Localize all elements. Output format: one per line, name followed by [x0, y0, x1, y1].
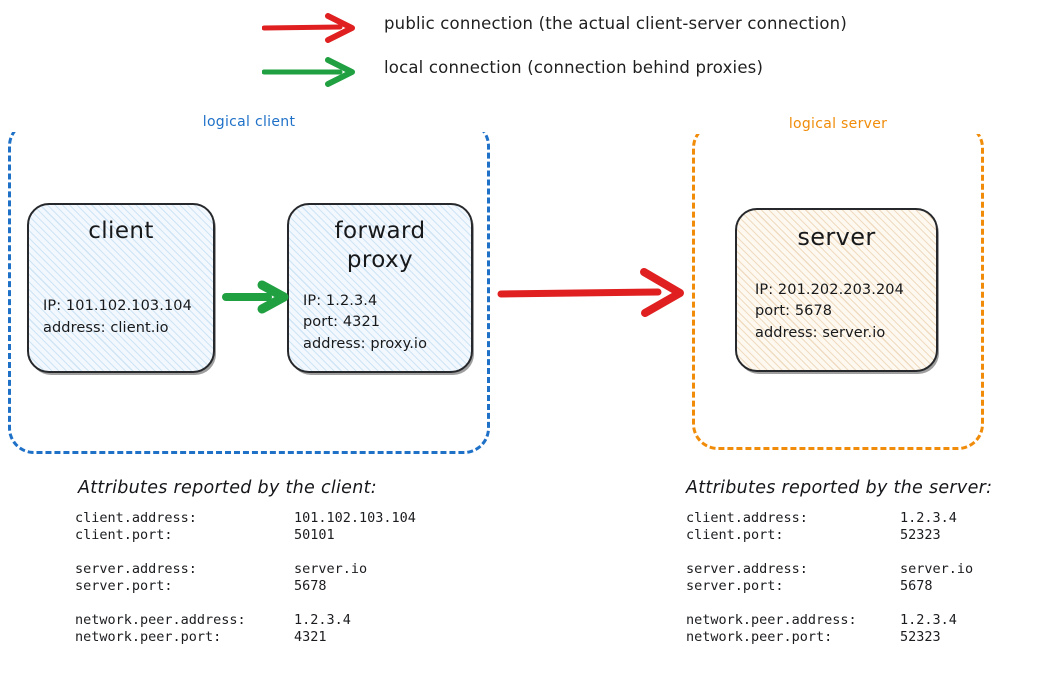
attributes-client-table: client.address: 101.102.103.104 client.p…: [75, 510, 416, 646]
legend-label-public-connection: public connection (the actual client-ser…: [384, 14, 847, 33]
attr-value: 5678: [294, 578, 327, 594]
attributes-client-heading: Attributes reported by the client:: [78, 478, 378, 498]
table-row: network.peer.address: 1.2.3.4: [686, 612, 973, 629]
attr-value: 52323: [900, 527, 941, 543]
attr-value: 1.2.3.4: [900, 510, 957, 526]
table-row: client.port: 50101: [75, 527, 416, 544]
attr-key: server.port:: [75, 578, 173, 594]
node-forward-proxy-title-line1: forward: [334, 218, 426, 244]
node-forward-proxy-title-line2: proxy: [346, 246, 414, 273]
table-row-spacer: [75, 544, 416, 561]
attr-value: 101.102.103.104: [294, 510, 416, 526]
table-row-spacer: [686, 595, 973, 612]
node-client[interactable]: client IP: 101.102.103.104 address: clie…: [27, 203, 215, 373]
node-forward-proxy[interactable]: forward proxy IP: 1.2.3.4 port: 4321 add…: [287, 203, 473, 373]
attr-key: network.peer.address:: [686, 612, 857, 628]
node-forward-proxy-ip: IP: 1.2.3.4: [303, 293, 378, 310]
legend: public connection (the actual client-ser…: [0, 0, 1039, 100]
node-client-details: IP: 101.102.103.104 address: client.io: [43, 296, 199, 361]
table-row: server.address: server.io: [75, 561, 416, 578]
logical-client-container: logical client: [8, 112, 490, 454]
node-server-address: address: server.io: [755, 324, 886, 341]
table-row: network.peer.port: 4321: [75, 629, 416, 646]
node-server[interactable]: server IP: 201.202.203.204 port: 5678 ad…: [735, 208, 938, 372]
attr-value: 5678: [900, 578, 933, 594]
legend-label-local-connection: local connection (connection behind prox…: [384, 58, 764, 77]
attr-value: 52323: [900, 629, 941, 645]
attr-value: server.io: [294, 561, 368, 577]
attr-key: server.address:: [686, 561, 808, 577]
attr-key: network.peer.port:: [75, 629, 222, 645]
attr-key: server.address:: [75, 561, 197, 577]
attributes-server-table: client.address: 1.2.3.4 client.port: 523…: [686, 510, 973, 646]
table-row: server.port: 5678: [75, 578, 416, 595]
node-client-ip: IP: 101.102.103.104: [43, 298, 192, 315]
node-server-title: server: [797, 223, 876, 251]
table-row-spacer: [75, 595, 416, 612]
node-forward-proxy-port: port: 4321: [303, 314, 381, 331]
attr-key: network.peer.port:: [686, 629, 833, 645]
attr-key: server.port:: [686, 578, 784, 594]
attr-key: client.address:: [686, 510, 808, 526]
attr-key: client.port:: [686, 527, 784, 543]
attr-value: server.io: [900, 561, 974, 577]
table-row: network.peer.address: 1.2.3.4: [75, 612, 416, 629]
red-arrow-icon: [262, 13, 355, 43]
attributes-reported-by-server: Attributes reported by the server: clien…: [686, 478, 992, 646]
logical-client-label: logical client: [11, 112, 487, 132]
node-server-ip: IP: 201.202.203.204: [755, 282, 904, 299]
attr-value: 50101: [294, 527, 335, 543]
table-row: server.address: server.io: [686, 561, 973, 578]
attr-value: 1.2.3.4: [294, 612, 351, 628]
attr-key: network.peer.address:: [75, 612, 246, 628]
table-row: client.address: 1.2.3.4: [686, 510, 973, 527]
table-row-spacer: [686, 544, 973, 561]
local-connection-arrow-client-to-proxy: [222, 280, 289, 314]
node-forward-proxy-address: address: proxy.io: [303, 335, 428, 352]
table-row: server.port: 5678: [686, 578, 973, 595]
attr-key: client.address:: [75, 510, 197, 526]
attr-value: 4321: [294, 629, 327, 645]
table-row: network.peer.port: 52323: [686, 629, 973, 646]
node-client-address: address: client.io: [43, 319, 169, 336]
green-arrow-icon: [262, 57, 355, 87]
public-connection-arrow-proxy-to-server: [497, 268, 684, 317]
node-server-port: port: 5678: [755, 303, 833, 320]
attr-value: 1.2.3.4: [900, 612, 957, 628]
attributes-server-heading: Attributes reported by the server:: [686, 478, 993, 498]
node-forward-proxy-title: forward proxy: [303, 217, 457, 275]
attr-key: client.port:: [75, 527, 173, 543]
logical-server-label: logical server: [695, 114, 981, 134]
table-row: client.port: 52323: [686, 527, 973, 544]
node-forward-proxy-details: IP: 1.2.3.4 port: 4321 address: proxy.io: [303, 291, 457, 361]
table-row: client.address: 101.102.103.104: [75, 510, 416, 527]
node-client-title: client: [88, 218, 154, 244]
attributes-reported-by-client: Attributes reported by the client: clien…: [75, 478, 416, 646]
node-server-details: IP: 201.202.203.204 port: 5678 address: …: [751, 280, 922, 360]
logical-server-container: logical server: [692, 114, 984, 450]
